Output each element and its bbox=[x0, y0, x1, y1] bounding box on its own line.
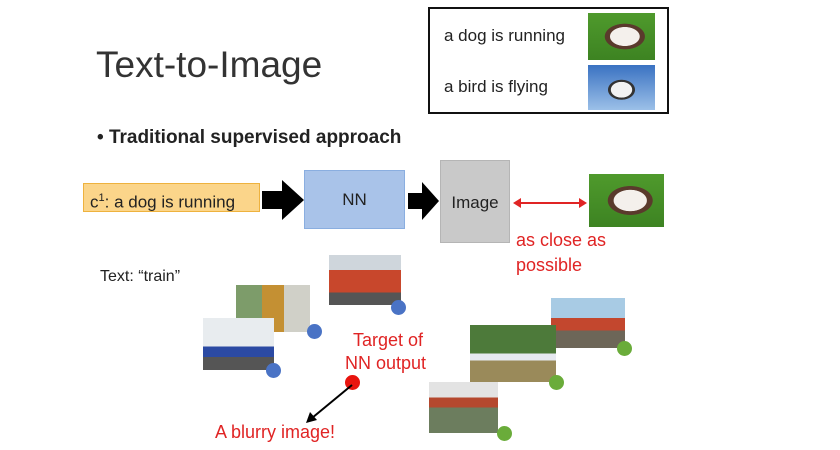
text-train-label: Text: “train” bbox=[100, 268, 181, 285]
note-line-1: as close as bbox=[516, 230, 607, 250]
red-dot bbox=[345, 375, 360, 390]
green-dot bbox=[617, 341, 632, 356]
bullet-point: • Traditional supervised approach bbox=[97, 127, 402, 148]
train-photo bbox=[470, 325, 556, 382]
arrow-down-left-icon bbox=[306, 384, 353, 423]
train-photo bbox=[551, 298, 625, 348]
blue-dot bbox=[391, 300, 406, 315]
condition-box: c1: a dog is running bbox=[83, 183, 260, 212]
condition-text: : a dog is running bbox=[104, 192, 236, 212]
green-dot bbox=[497, 426, 512, 441]
image-box: Image bbox=[440, 160, 510, 243]
slide-title: Text-to-Image bbox=[96, 44, 323, 85]
blurry-label: A blurry image! bbox=[215, 422, 336, 442]
nn-box: NN bbox=[304, 170, 405, 229]
arrow-right-icon bbox=[262, 180, 304, 220]
train-photo bbox=[329, 255, 401, 305]
double-arrow-icon bbox=[513, 198, 587, 208]
bullet-text: Traditional supervised approach bbox=[108, 127, 402, 148]
note-line-2: possible bbox=[516, 255, 583, 275]
train-photo bbox=[429, 382, 498, 433]
condition-prefix: c bbox=[90, 192, 99, 212]
arrow-right-icon bbox=[408, 182, 439, 220]
target-dog-photo bbox=[589, 174, 664, 227]
blue-dot bbox=[307, 324, 322, 339]
green-dot bbox=[549, 375, 564, 390]
example-caption-bird: a bird is flying bbox=[444, 77, 548, 96]
examples-box bbox=[428, 7, 669, 114]
dog-photo bbox=[588, 13, 655, 60]
example-caption-dog: a dog is running bbox=[444, 26, 565, 45]
condition-superscript: 1 bbox=[98, 192, 105, 204]
blue-dot bbox=[266, 363, 281, 378]
train-photo bbox=[203, 318, 274, 370]
target-label-line-1: Target of bbox=[353, 330, 424, 350]
target-label-line-2: NN output bbox=[345, 353, 427, 373]
bird-photo bbox=[588, 65, 655, 110]
